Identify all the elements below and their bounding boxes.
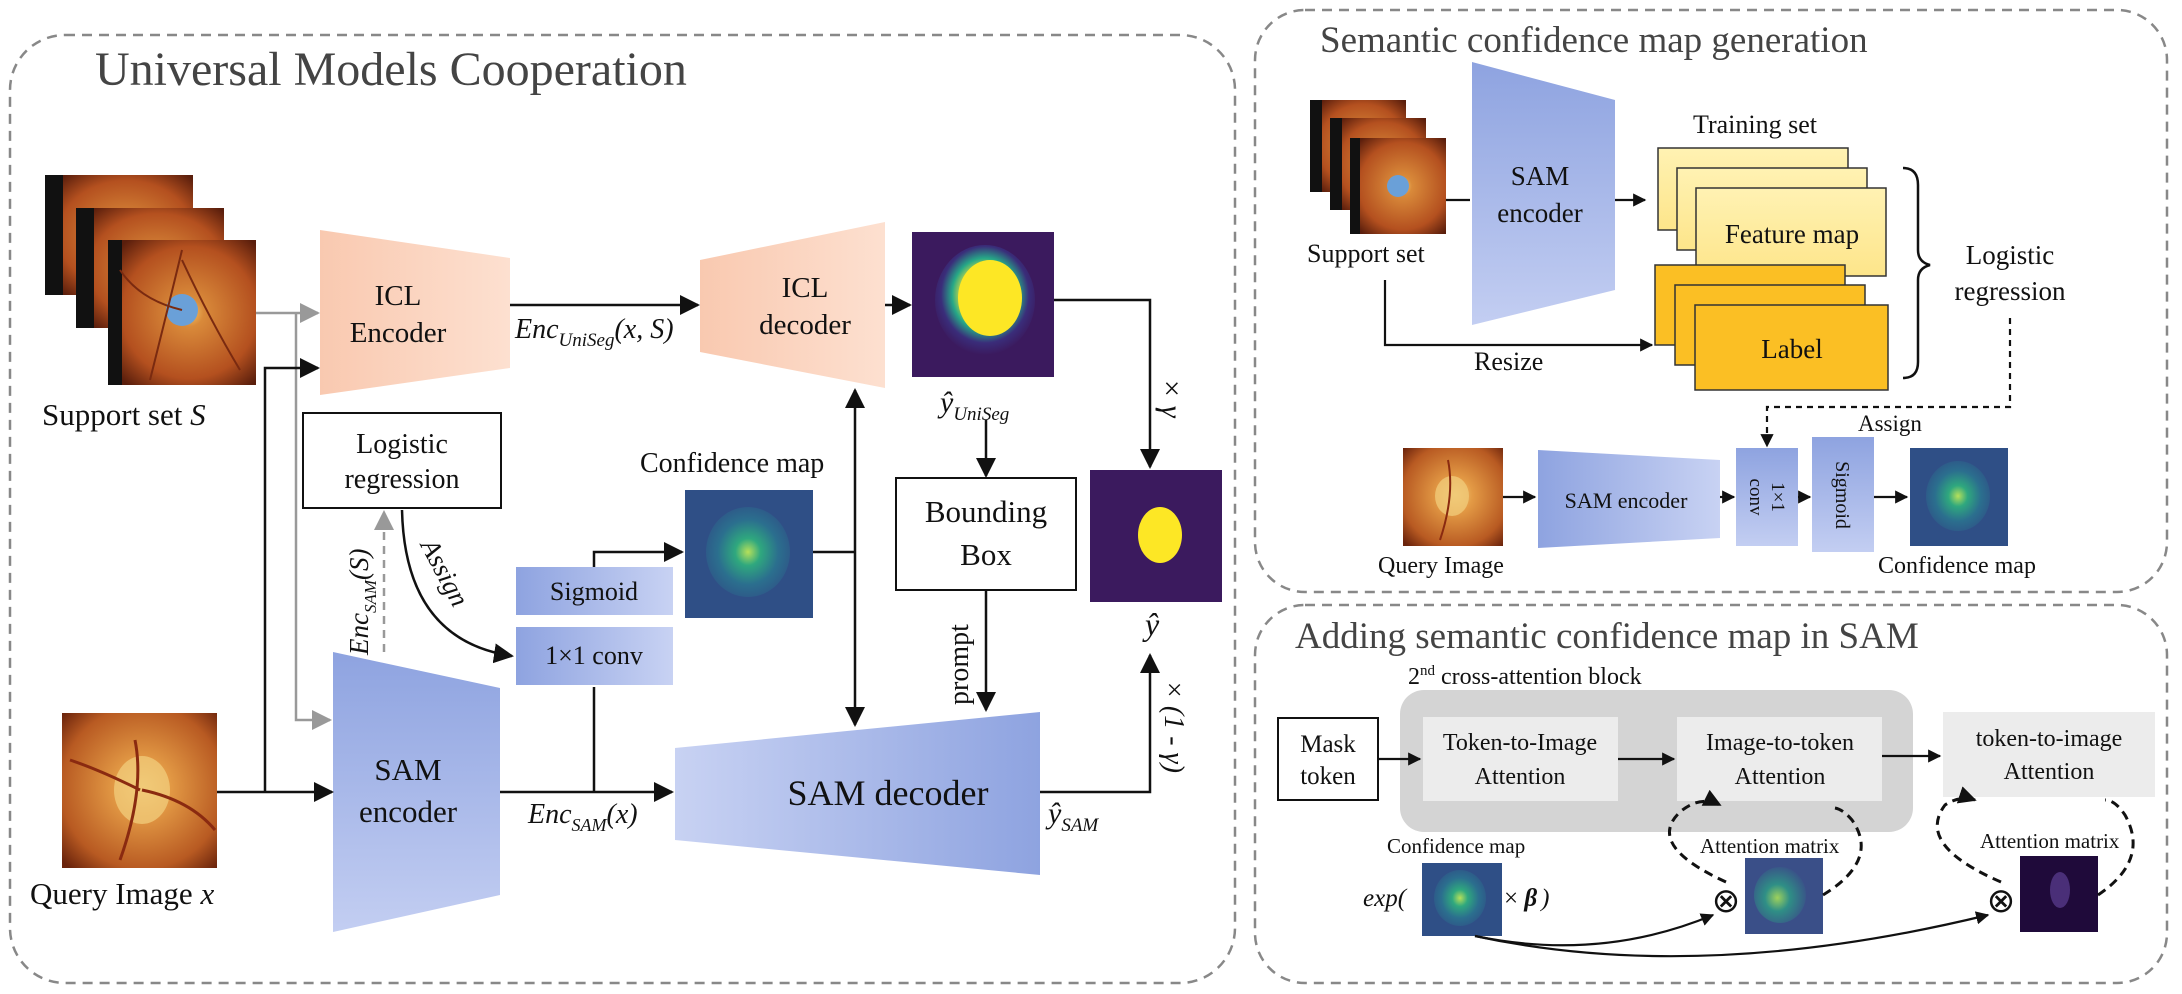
times-gamma-label: × γ xyxy=(1155,378,1188,419)
token-to-image-label-1: Token-to-Image xyxy=(1443,730,1597,756)
svg-text:conv: conv xyxy=(1745,479,1766,516)
attention-matrix-2-label: Attention matrix xyxy=(1980,829,2120,853)
tr-logistic-label-2: regression xyxy=(1955,276,2066,306)
icl-encoder-label-2: Encoder xyxy=(350,317,447,349)
enc-uniseg-label: EncUniSeg(x, S) xyxy=(514,314,674,351)
token-to-image-2-label-1: token-to-image xyxy=(1976,726,2123,752)
br-confidence-map-label: Confidence map xyxy=(1387,834,1525,858)
bounding-box-label-1: Bounding xyxy=(925,494,1047,529)
sam-encoder-label-1: SAM xyxy=(374,752,441,787)
tr-confidence-map-image xyxy=(1910,448,2008,546)
tr-sam-encoder-shape xyxy=(1472,62,1615,325)
support-set-images xyxy=(45,175,256,385)
bounding-box-label-2: Box xyxy=(960,537,1012,572)
icl-encoder-label-1: ICL xyxy=(375,280,422,312)
left-panel-border xyxy=(8,33,1237,985)
tr-confidence-map-label: Confidence map xyxy=(1878,553,2036,579)
tr-conv-block xyxy=(1736,448,1798,546)
enc-sam-s-label: EncSAM(S) xyxy=(344,548,380,656)
confidence-map-label: Confidence map xyxy=(640,448,824,479)
tr-support-set-label: Support set xyxy=(1307,239,1426,268)
enc-sam-x-label: EncSAM(x) xyxy=(527,799,638,835)
prompt-label: prompt xyxy=(944,624,975,705)
bounding-box-node xyxy=(895,477,1077,591)
query-image-label: Query Image x xyxy=(30,876,214,911)
logistic-regression-box xyxy=(302,412,502,509)
exp-expression: exp( xyxy=(1363,885,1408,912)
tr-sigmoid-label: Sigmoid xyxy=(1831,461,1853,529)
attention-matrix-2-image xyxy=(2020,856,2098,932)
times-one-minus-gamma-label: × (1 - γ) xyxy=(1158,680,1189,773)
bottom-right-title: Adding semantic confidence map in SAM xyxy=(1295,616,1919,657)
y-uniseg-label: ŷUniSeg xyxy=(937,386,1009,425)
top-right-panel-border xyxy=(1253,8,2169,594)
tr-conv-label: 1×1 conv xyxy=(1745,479,1788,516)
block-label: 2nd cross-attention block xyxy=(1408,663,1642,690)
y-hat-label: ŷ xyxy=(1142,606,1160,642)
otimes-2: ⊗ xyxy=(1987,883,2016,920)
icl-decoder-label-1: ICL xyxy=(782,272,829,304)
left-panel-title: Universal Models Cooperation xyxy=(95,43,687,96)
tr-sam-encoder-small-label: SAM encoder xyxy=(1565,488,1688,513)
mask-token-box xyxy=(1277,717,1379,801)
final-output-image xyxy=(1090,470,1222,602)
sigmoid-label: Sigmoid xyxy=(550,577,638,606)
mask-token-label-1: Mask xyxy=(1300,731,1356,758)
mask-token-label-2: token xyxy=(1300,763,1356,790)
left-arrows xyxy=(217,295,1160,802)
tr-support-images xyxy=(1310,100,1446,234)
tr-label-label: Label xyxy=(1761,334,1822,364)
tr-sigmoid-block xyxy=(1812,437,1874,552)
svg-text:1×1: 1×1 xyxy=(1767,482,1788,512)
uniseg-output-image xyxy=(912,232,1054,377)
icl-decoder-shape xyxy=(700,222,885,388)
query-image xyxy=(62,713,217,868)
tr-brace xyxy=(1902,166,1931,380)
logistic-label-1: Logistic xyxy=(356,429,448,460)
image-to-token-box xyxy=(1677,717,1882,801)
sam-decoder-shape xyxy=(675,712,1040,875)
tr-assign-label: Assign xyxy=(1858,411,1922,436)
sigmoid-block xyxy=(516,567,673,615)
sam-encoder-shape xyxy=(333,652,500,932)
br-confidence-map-image xyxy=(1422,863,1502,936)
conv-label: 1×1 conv xyxy=(545,641,643,670)
tr-sam-encoder-label-2: encoder xyxy=(1497,198,1582,228)
icl-encoder-shape xyxy=(320,230,510,395)
times-beta-expression: × β) xyxy=(1504,885,1550,912)
tr-feature-map-stack xyxy=(1657,147,1887,277)
tr-logistic-label-1: Logistic xyxy=(1966,240,2055,270)
tr-resize-label: Resize xyxy=(1474,347,1543,376)
tr-sam-encoder-label-1: SAM xyxy=(1511,161,1570,191)
support-set-label: Support set S xyxy=(42,397,206,432)
tr-training-set-label: Training set xyxy=(1693,110,1818,139)
token-to-image-2-label-2: Attention xyxy=(2004,759,2095,785)
sam-encoder-label-2: encoder xyxy=(359,794,458,829)
tr-feature-map-label: Feature map xyxy=(1725,219,1859,249)
tr-query-image-label: Query Image xyxy=(1378,553,1504,579)
attention-matrix-1-image xyxy=(1745,858,1823,934)
token-to-image-box xyxy=(1423,717,1618,801)
tr-label-stack xyxy=(1654,264,1889,391)
token-to-image-2-box xyxy=(1943,712,2155,797)
tr-query-image xyxy=(1403,448,1503,546)
conv-block xyxy=(516,627,673,685)
tr-arrows xyxy=(1383,193,2012,504)
otimes-1: ⊗ xyxy=(1712,883,1741,920)
token-to-image-label-2: Attention xyxy=(1475,764,1566,790)
confidence-map-image xyxy=(685,490,813,618)
icl-decoder-label-2: decoder xyxy=(759,309,851,341)
logistic-label-2: regression xyxy=(344,464,459,495)
image-to-token-label-1: Image-to-token xyxy=(1706,730,1854,756)
br-arrows xyxy=(1378,749,2135,958)
y-sam-label: ŷSAM xyxy=(1045,797,1099,836)
tr-sam-encoder-small-shape xyxy=(1538,450,1720,548)
sam-decoder-label: SAM decoder xyxy=(788,773,989,813)
image-to-token-label-2: Attention xyxy=(1735,764,1826,790)
attention-matrix-1-label: Attention matrix xyxy=(1700,834,1840,858)
top-right-title: Semantic confidence map generation xyxy=(1320,20,1868,61)
bottom-right-panel-border xyxy=(1253,603,2169,985)
